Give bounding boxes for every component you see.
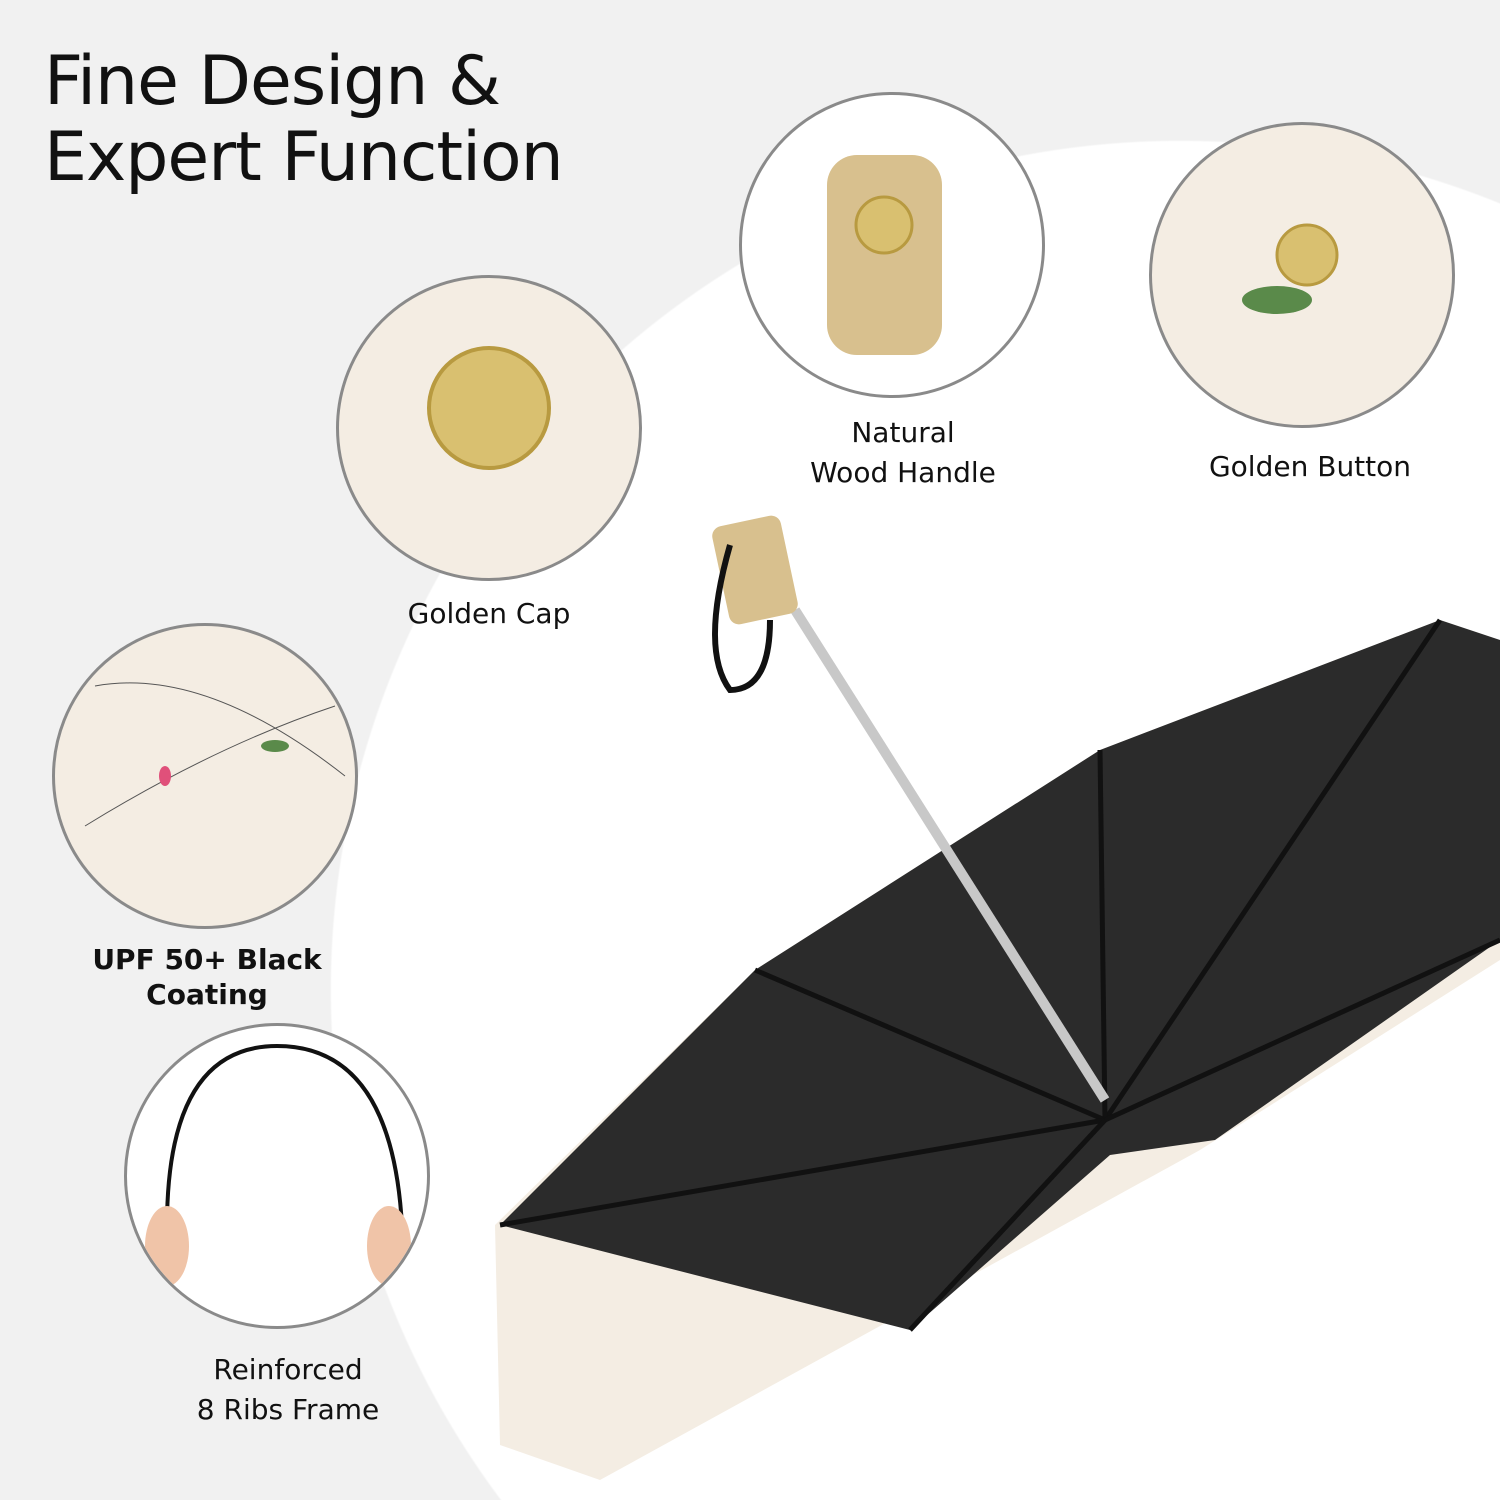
- label-line: Reinforced: [213, 1353, 363, 1386]
- black-coating-label: UPF 50+ Black Coating: [92, 942, 321, 1012]
- label-line: Coating: [146, 978, 268, 1011]
- label-line: Golden Cap: [407, 597, 571, 630]
- label-line: UPF 50+ Black: [92, 943, 322, 976]
- golden-cap-icon: [427, 346, 551, 470]
- title-line-1: Fine Design &: [44, 42, 501, 121]
- rib-icon: [165, 1043, 404, 1227]
- wood-handle-label: Natural Wood Handle: [810, 413, 996, 493]
- golden-button-label: Golden Button: [1209, 447, 1411, 487]
- wood-handle-icon: [827, 155, 942, 355]
- wrist-strap: [712, 544, 773, 694]
- wood-handle-small: [712, 515, 798, 625]
- page-title: Fine Design & Expert Function: [44, 42, 564, 197]
- label-line: Golden Button: [1208, 450, 1412, 483]
- label-line: 8 Ribs Frame: [196, 1393, 380, 1426]
- golden-button-icon: [1275, 223, 1339, 287]
- golden-button-photo: [1149, 122, 1455, 428]
- label-line: Wood Handle: [810, 456, 996, 489]
- golden-cap-photo: [336, 275, 642, 581]
- wood-handle-photo: [739, 92, 1045, 398]
- label-line: Natural: [851, 416, 955, 449]
- ribs-frame-label: Reinforced 8 Ribs Frame: [197, 1350, 379, 1430]
- black-coating-photo: [52, 623, 358, 929]
- ribs-frame-photo: [124, 1023, 430, 1329]
- title-line-2: Expert Function: [44, 118, 564, 197]
- golden-cap-label: Golden Cap: [408, 594, 571, 634]
